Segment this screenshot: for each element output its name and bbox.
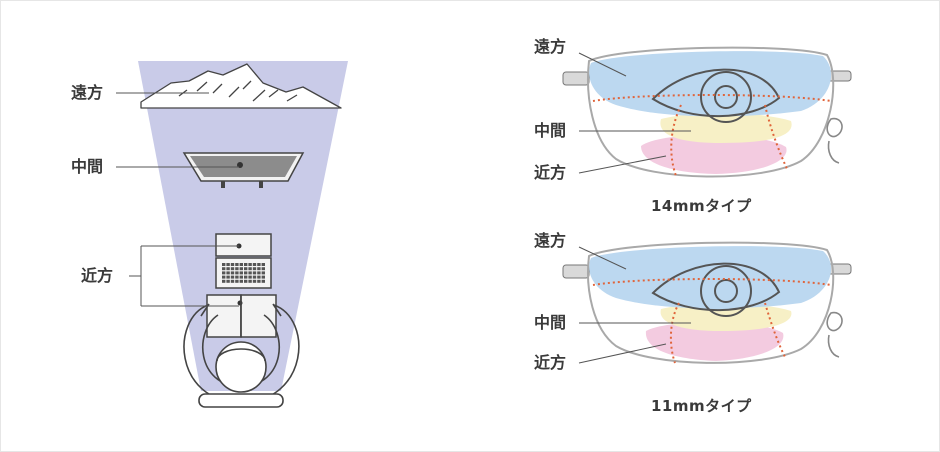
mid-zone-11mm — [660, 303, 792, 331]
mid-zone-14mm — [660, 113, 792, 143]
keyboard-key — [257, 263, 261, 266]
lens-frame-11mm — [587, 241, 835, 364]
book-icon — [206, 294, 277, 338]
keyboard-key — [222, 279, 226, 283]
lens-frame-14mm — [587, 46, 835, 178]
keyboard-key — [244, 267, 248, 271]
keyboard-key — [261, 271, 265, 275]
keyboard-key — [239, 279, 243, 283]
label-far-left: 遠方 — [71, 83, 104, 102]
label-mid-left: 中間 — [71, 157, 104, 176]
mountains-icon — [140, 63, 342, 109]
keyboard-key — [261, 275, 265, 279]
keyboard-key — [244, 279, 248, 283]
keyboard-key — [248, 263, 252, 266]
keyboard-key — [252, 267, 257, 271]
keyboard-key — [252, 263, 257, 266]
keyboard-key — [230, 275, 235, 279]
lens-diagram-14mm — [562, 46, 852, 178]
label-far-14mm: 遠方 — [534, 37, 567, 56]
keyboard-key — [235, 275, 239, 279]
keyboard-keys — [222, 263, 265, 283]
keyboard-key — [239, 267, 243, 271]
far-zone-11mm — [589, 246, 832, 309]
keyboard-key — [248, 267, 252, 271]
keyboard-key — [239, 263, 243, 266]
label-mid-11mm: 中間 — [534, 313, 567, 332]
keyboard-key — [226, 263, 230, 266]
keyboard-key — [230, 267, 235, 271]
caption-11mm-type: 11mmタイプ — [651, 397, 752, 415]
caption-14mm-type: 14mmタイプ — [651, 197, 752, 215]
keyboard-key — [239, 275, 243, 279]
keyboard-key — [235, 279, 239, 283]
keyboard-key — [226, 275, 230, 279]
label-near-left: 近方 — [81, 266, 114, 285]
keyboard-key — [261, 279, 265, 283]
keyboard-key — [235, 271, 239, 275]
keyboard-key — [248, 271, 252, 275]
keyboard-key — [235, 263, 239, 266]
monitor-icon — [182, 152, 305, 188]
eye-icon-14mm — [651, 68, 781, 118]
keyboard-key — [235, 267, 239, 271]
keyboard-key — [244, 263, 248, 266]
keyboard-key — [230, 263, 235, 266]
keyboard-key — [257, 271, 261, 275]
near-zone-11mm — [645, 322, 784, 361]
keyboard-key — [248, 275, 252, 279]
keyboard-key — [230, 271, 235, 275]
keyboard-key — [226, 267, 230, 271]
keyboard-key — [252, 271, 257, 275]
near-zone-14mm — [641, 134, 787, 174]
keyboard-key — [222, 267, 226, 271]
label-near-11mm: 近方 — [534, 353, 567, 372]
keyboard-key — [230, 279, 235, 283]
view-cone — [138, 61, 348, 391]
keyboard-key — [261, 267, 265, 271]
keyboard-key — [222, 275, 226, 279]
keyboard-key — [257, 279, 261, 283]
eye-icon-11mm — [651, 262, 781, 312]
keyboard-key — [252, 279, 257, 283]
keyboard-key — [222, 263, 226, 266]
keyboard-key — [248, 279, 252, 283]
keyboard-key — [239, 271, 243, 275]
person-icon — [183, 303, 300, 408]
keyboard-key — [244, 275, 248, 279]
viewing-distance-illustration — [116, 61, 348, 408]
keyboard-key — [244, 271, 248, 275]
lens-diagram-11mm — [562, 241, 852, 364]
keyboard-key — [257, 275, 261, 279]
keyboard-key — [226, 279, 230, 283]
keyboard-key — [257, 267, 261, 271]
label-near-14mm: 近方 — [534, 163, 567, 182]
keyboard-key — [252, 275, 257, 279]
far-zone-14mm — [589, 51, 832, 117]
keyboard-key — [261, 263, 265, 266]
keyboard-key — [222, 271, 226, 275]
keyboard-key — [226, 271, 230, 275]
label-far-11mm: 遠方 — [534, 231, 567, 250]
leader-lines-left — [116, 92, 239, 307]
label-mid-14mm: 中間 — [534, 121, 567, 140]
